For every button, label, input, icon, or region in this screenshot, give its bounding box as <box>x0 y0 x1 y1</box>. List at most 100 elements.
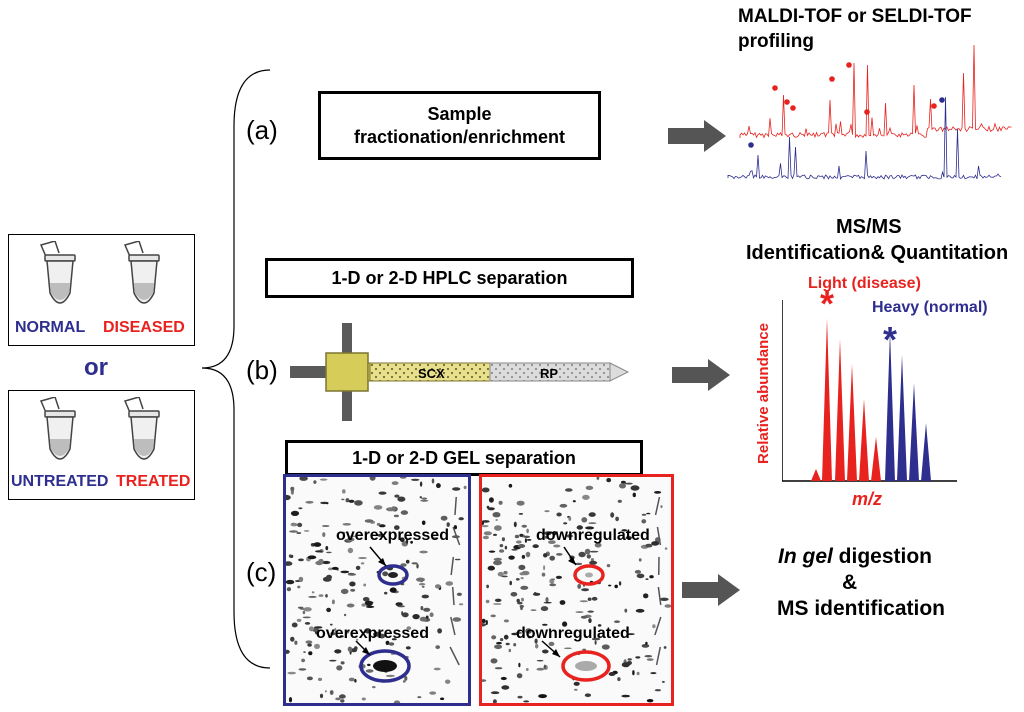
gel-spot <box>286 561 293 566</box>
gel-spot <box>340 531 346 534</box>
gel-spot <box>419 496 422 499</box>
gel-spot <box>580 615 588 619</box>
gel-spot <box>388 642 395 646</box>
gel-spot <box>297 585 301 589</box>
gel-spot <box>589 560 598 565</box>
gel-spot <box>548 540 556 544</box>
gel-spot <box>425 615 429 619</box>
gel-spot <box>488 497 494 503</box>
gel-spot <box>306 676 313 681</box>
gel-spot <box>566 534 573 538</box>
gel-spot <box>492 699 497 703</box>
gel-spot <box>445 581 454 586</box>
gel-spot <box>525 668 529 671</box>
gel-spot <box>624 608 628 613</box>
gel-spot <box>584 548 591 555</box>
gel-spot <box>349 535 356 538</box>
gel-streak <box>656 526 662 546</box>
gel-spot <box>646 658 654 661</box>
gel-spot <box>654 689 661 692</box>
gel-spot <box>416 563 419 569</box>
gel-spot-weak <box>575 661 597 671</box>
gel-spot <box>588 522 597 524</box>
gel-spot <box>400 563 407 567</box>
gel-spot <box>610 512 615 518</box>
gel-spot <box>440 515 448 521</box>
gel-spot <box>543 553 548 558</box>
maldi-blue-spectrum <box>727 96 1002 181</box>
gel-spot <box>328 567 333 571</box>
gel-spot <box>421 585 425 588</box>
gel-spot <box>563 647 572 650</box>
gel-spot <box>501 685 510 690</box>
gel-spot <box>404 676 408 681</box>
gel-spot <box>452 617 462 622</box>
gel-spot <box>336 665 343 671</box>
gel-spot <box>638 558 642 562</box>
gel-spot <box>360 562 365 565</box>
gel-spot <box>493 533 497 536</box>
gel-spot <box>345 498 350 503</box>
gel-spot <box>510 592 518 597</box>
gel-spot <box>286 587 292 592</box>
maldi-red-dot <box>790 105 796 111</box>
gel-spot <box>641 644 650 648</box>
gel-spot <box>290 523 298 527</box>
gel-spot <box>503 619 509 623</box>
gel-spot <box>486 584 489 589</box>
gel-spot <box>389 587 397 593</box>
gel-spot <box>299 477 308 481</box>
gel-spot <box>432 537 438 539</box>
gel-spot <box>517 544 526 548</box>
gel-spot <box>288 697 293 703</box>
gel-spot <box>511 548 518 551</box>
gel-spot <box>514 534 520 539</box>
maldi-blue-dot <box>939 97 945 103</box>
gel-spot <box>394 494 400 498</box>
gel-spot <box>617 677 621 682</box>
gel-streak <box>451 586 455 606</box>
gel-spot <box>421 520 426 526</box>
gel-spot <box>485 599 490 604</box>
gel-spot <box>400 510 409 515</box>
gel-spot <box>318 558 324 564</box>
gel-spot <box>377 533 384 537</box>
gel-spot <box>562 621 568 627</box>
gel-spot <box>303 530 310 532</box>
gel-spot <box>356 638 359 641</box>
gel-spot <box>393 514 399 518</box>
gel-spot <box>509 580 512 586</box>
gel-spot <box>395 602 403 607</box>
gel-streak <box>655 646 662 666</box>
gel-spot <box>594 640 597 645</box>
gel-spot <box>326 607 331 613</box>
digestion-italic: In gel <box>778 545 833 568</box>
msms-xlabel: m/z <box>852 489 883 509</box>
fractionation-box: Sample fractionation/enrichment <box>318 91 601 160</box>
gel-spot <box>419 616 427 622</box>
gel-spot <box>516 673 523 679</box>
gel-spot <box>416 577 425 582</box>
gel-spot <box>361 697 366 701</box>
gel-spot <box>645 543 653 548</box>
gel-spot <box>490 691 500 695</box>
gel-streak <box>450 616 456 636</box>
gel-spot <box>340 588 349 595</box>
gel-spot <box>624 482 633 485</box>
gel-spot <box>549 555 555 561</box>
gel-spot <box>482 520 490 523</box>
gel-spot <box>483 531 492 536</box>
gel-spot <box>574 562 583 566</box>
gel-spot <box>568 516 572 521</box>
gel-spot <box>543 664 546 669</box>
gel-box: 1-D or 2-D GEL separation <box>285 440 643 476</box>
step-label-a: (a) <box>246 115 278 145</box>
gel-spot <box>496 641 502 645</box>
gel-spot <box>482 618 486 624</box>
gel-spot <box>591 596 598 601</box>
gel-spot <box>355 565 361 570</box>
gel-spot <box>286 494 291 501</box>
gel-spot <box>573 681 580 686</box>
gel-spot <box>493 560 502 566</box>
gel-spot <box>663 646 667 649</box>
